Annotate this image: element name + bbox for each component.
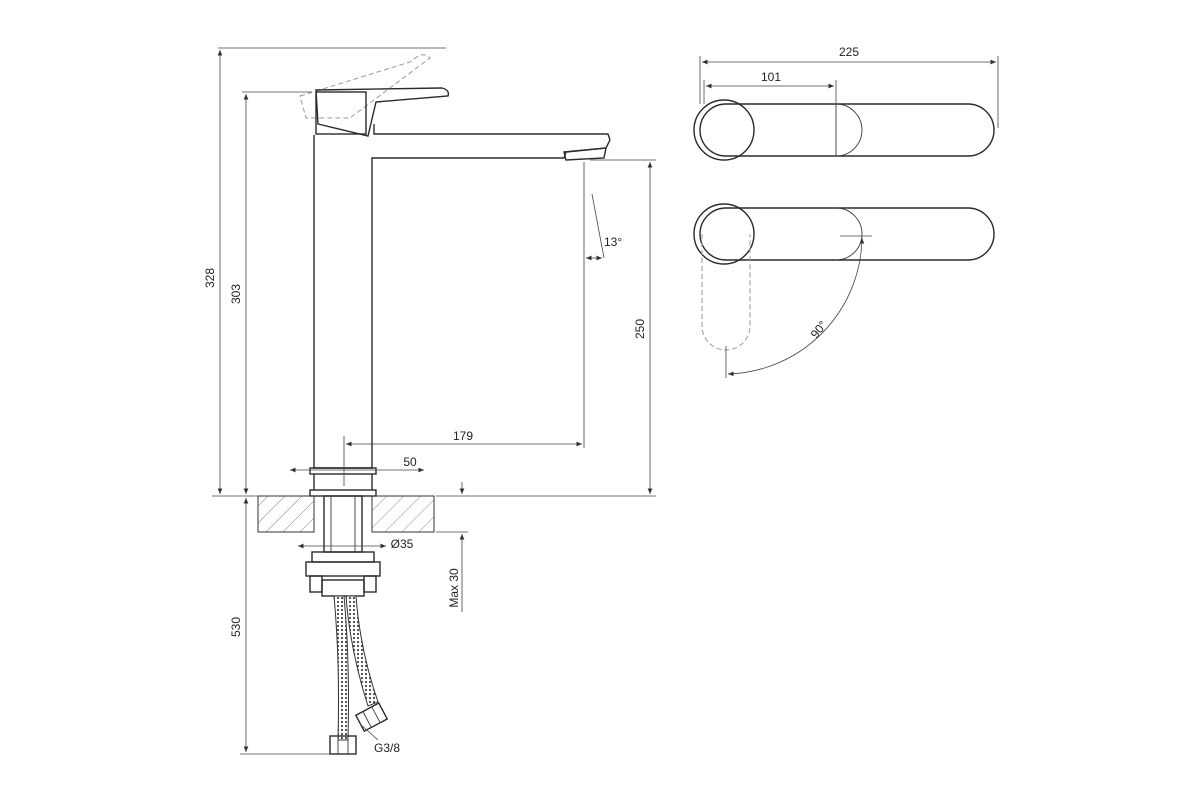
dim-179-label: 179 xyxy=(453,429,473,443)
dim-250-label: 250 xyxy=(633,319,647,339)
nut-bolt-right xyxy=(363,575,377,593)
dim-90-label: 90° xyxy=(808,318,830,341)
side-view: 328 303 250 13° 179 50 Ø35 Max 30 5 xyxy=(203,47,656,755)
dim-225-label: 225 xyxy=(839,45,859,59)
hose-nut-left xyxy=(329,735,357,755)
handle-inner-curve-upper xyxy=(835,103,863,157)
aerator xyxy=(563,147,607,161)
hose-left xyxy=(333,595,349,741)
lever xyxy=(315,87,450,137)
g38-label: G3/8 xyxy=(374,741,400,755)
top-hub-upper xyxy=(693,99,755,161)
countertop-left xyxy=(257,495,315,533)
base-plate xyxy=(309,489,377,497)
nut-bolt-left xyxy=(309,575,323,593)
top-view: 225 101 90° xyxy=(693,45,999,378)
base-ring xyxy=(309,467,377,475)
dim-13-label: 13° xyxy=(604,235,622,249)
dim-328-label: 328 xyxy=(203,268,217,288)
hose-right xyxy=(345,595,379,707)
lock-nut xyxy=(305,561,381,577)
top-hub-lower xyxy=(693,203,755,265)
dim-101-label: 101 xyxy=(761,70,781,84)
handle-rotated-ghost xyxy=(701,234,751,351)
mounting-shank xyxy=(323,495,363,553)
hose-nut-right xyxy=(354,702,389,733)
spout-angle-line xyxy=(591,193,605,259)
lever-hub xyxy=(315,91,367,135)
dim-303-label: 303 xyxy=(229,284,243,304)
dim-50-label: 50 xyxy=(403,455,417,469)
handle-top-lower xyxy=(699,207,995,261)
handle-top-upper xyxy=(699,103,995,157)
nut-bottom xyxy=(321,579,365,597)
countertop-right xyxy=(371,495,435,533)
rotation-arc xyxy=(727,237,865,377)
g38-leader xyxy=(359,723,379,741)
dim-max30-label: Max 30 xyxy=(447,568,461,608)
faucet-body xyxy=(313,124,611,469)
dim-530-label: 530 xyxy=(229,617,243,637)
dim-35-label: Ø35 xyxy=(391,537,414,551)
handle-inner-curve-lower xyxy=(835,207,863,261)
lever-open-ghost xyxy=(299,54,431,119)
lock-washer xyxy=(311,551,375,563)
